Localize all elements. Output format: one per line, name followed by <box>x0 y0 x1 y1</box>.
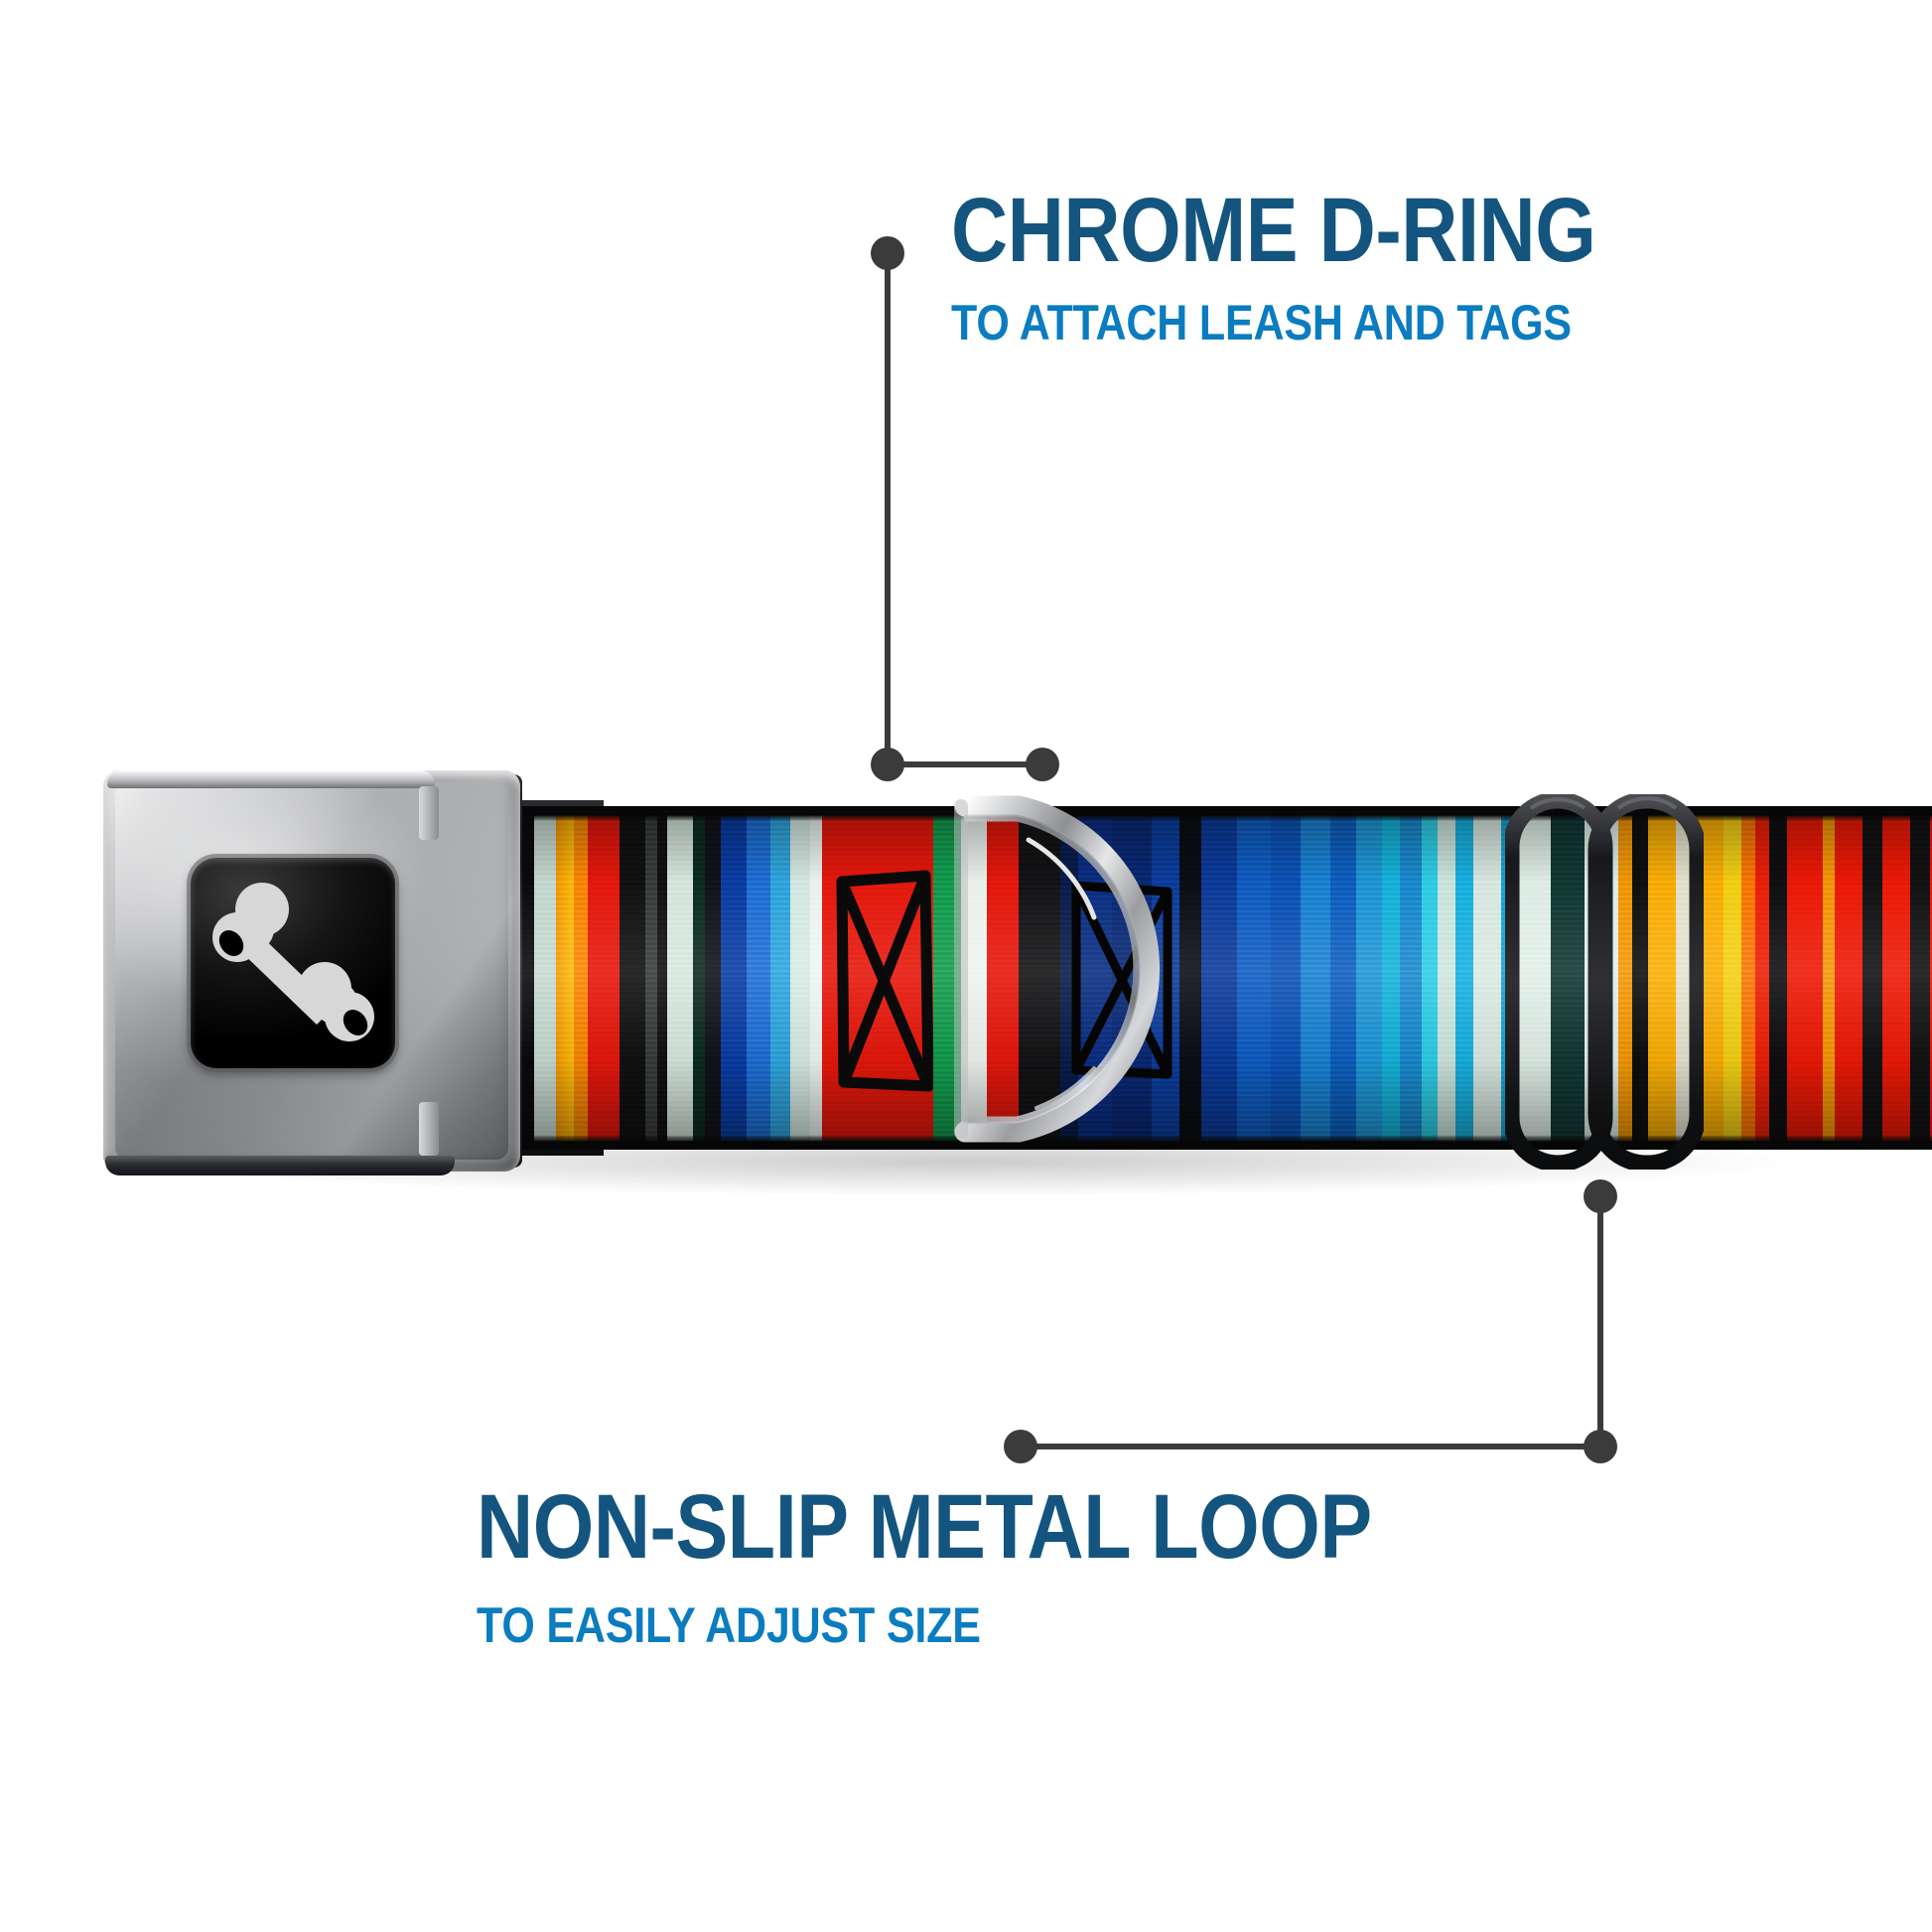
leader-dot-bottom-end <box>1004 1430 1037 1463</box>
buckle-webbing-attachment <box>427 774 522 1168</box>
leader-line-top-vertical <box>885 250 891 766</box>
leader-dot-top-target-d-ring <box>1026 748 1059 781</box>
non-slip-metal-slider-loop <box>1505 794 1704 1170</box>
leader-line-bottom-horizontal <box>1021 1444 1598 1449</box>
webbing-weave-texture <box>516 806 1932 1150</box>
seatbelt-buckle <box>103 770 522 1175</box>
buckle-bottom-edge <box>105 1156 455 1175</box>
buckle-release-button[interactable] <box>191 858 395 1068</box>
dog-bone-logo <box>191 858 395 1068</box>
callout-non-slip-metal-loop: NON-SLIP METAL LOOP TO EASILY ADJUST SIZ… <box>477 1481 1518 1650</box>
webbing-shading <box>516 806 1932 1150</box>
box-x-stitch-red-band <box>836 870 933 1092</box>
callout-subtitle-non-slip-metal-loop: TO EASILY ADJUST SIZE <box>477 1597 981 1653</box>
chrome-d-ring <box>954 795 1160 1143</box>
buckle-prong-bottom <box>419 1102 439 1156</box>
buckle-bevel-highlight <box>115 782 508 1160</box>
leader-line-bottom-vertical <box>1597 1195 1603 1449</box>
collar-shadow <box>119 1127 1807 1196</box>
collar-webbing-strap <box>516 806 1932 1150</box>
callout-subtitle-chrome-d-ring: TO ATTACH LEASH AND TAGS <box>951 295 1572 350</box>
buckle-chrome-body <box>103 770 520 1172</box>
buckle-prong-top <box>419 786 439 840</box>
callout-title-non-slip-metal-loop: NON-SLIP METAL LOOP <box>477 1476 1372 1578</box>
box-x-stitch-d-ring-loop <box>1071 881 1173 1079</box>
webbing-stub-behind-buckle <box>494 800 604 1156</box>
callout-title-chrome-d-ring: CHROME D-RING <box>951 180 1596 281</box>
leader-line-top-horizontal <box>888 761 1044 767</box>
webbing-stripe-pattern <box>516 806 1932 1150</box>
buckle-top-edge <box>107 770 435 788</box>
callout-chrome-d-ring: CHROME D-RING TO ATTACH LEASH AND TAGS <box>951 185 1701 347</box>
